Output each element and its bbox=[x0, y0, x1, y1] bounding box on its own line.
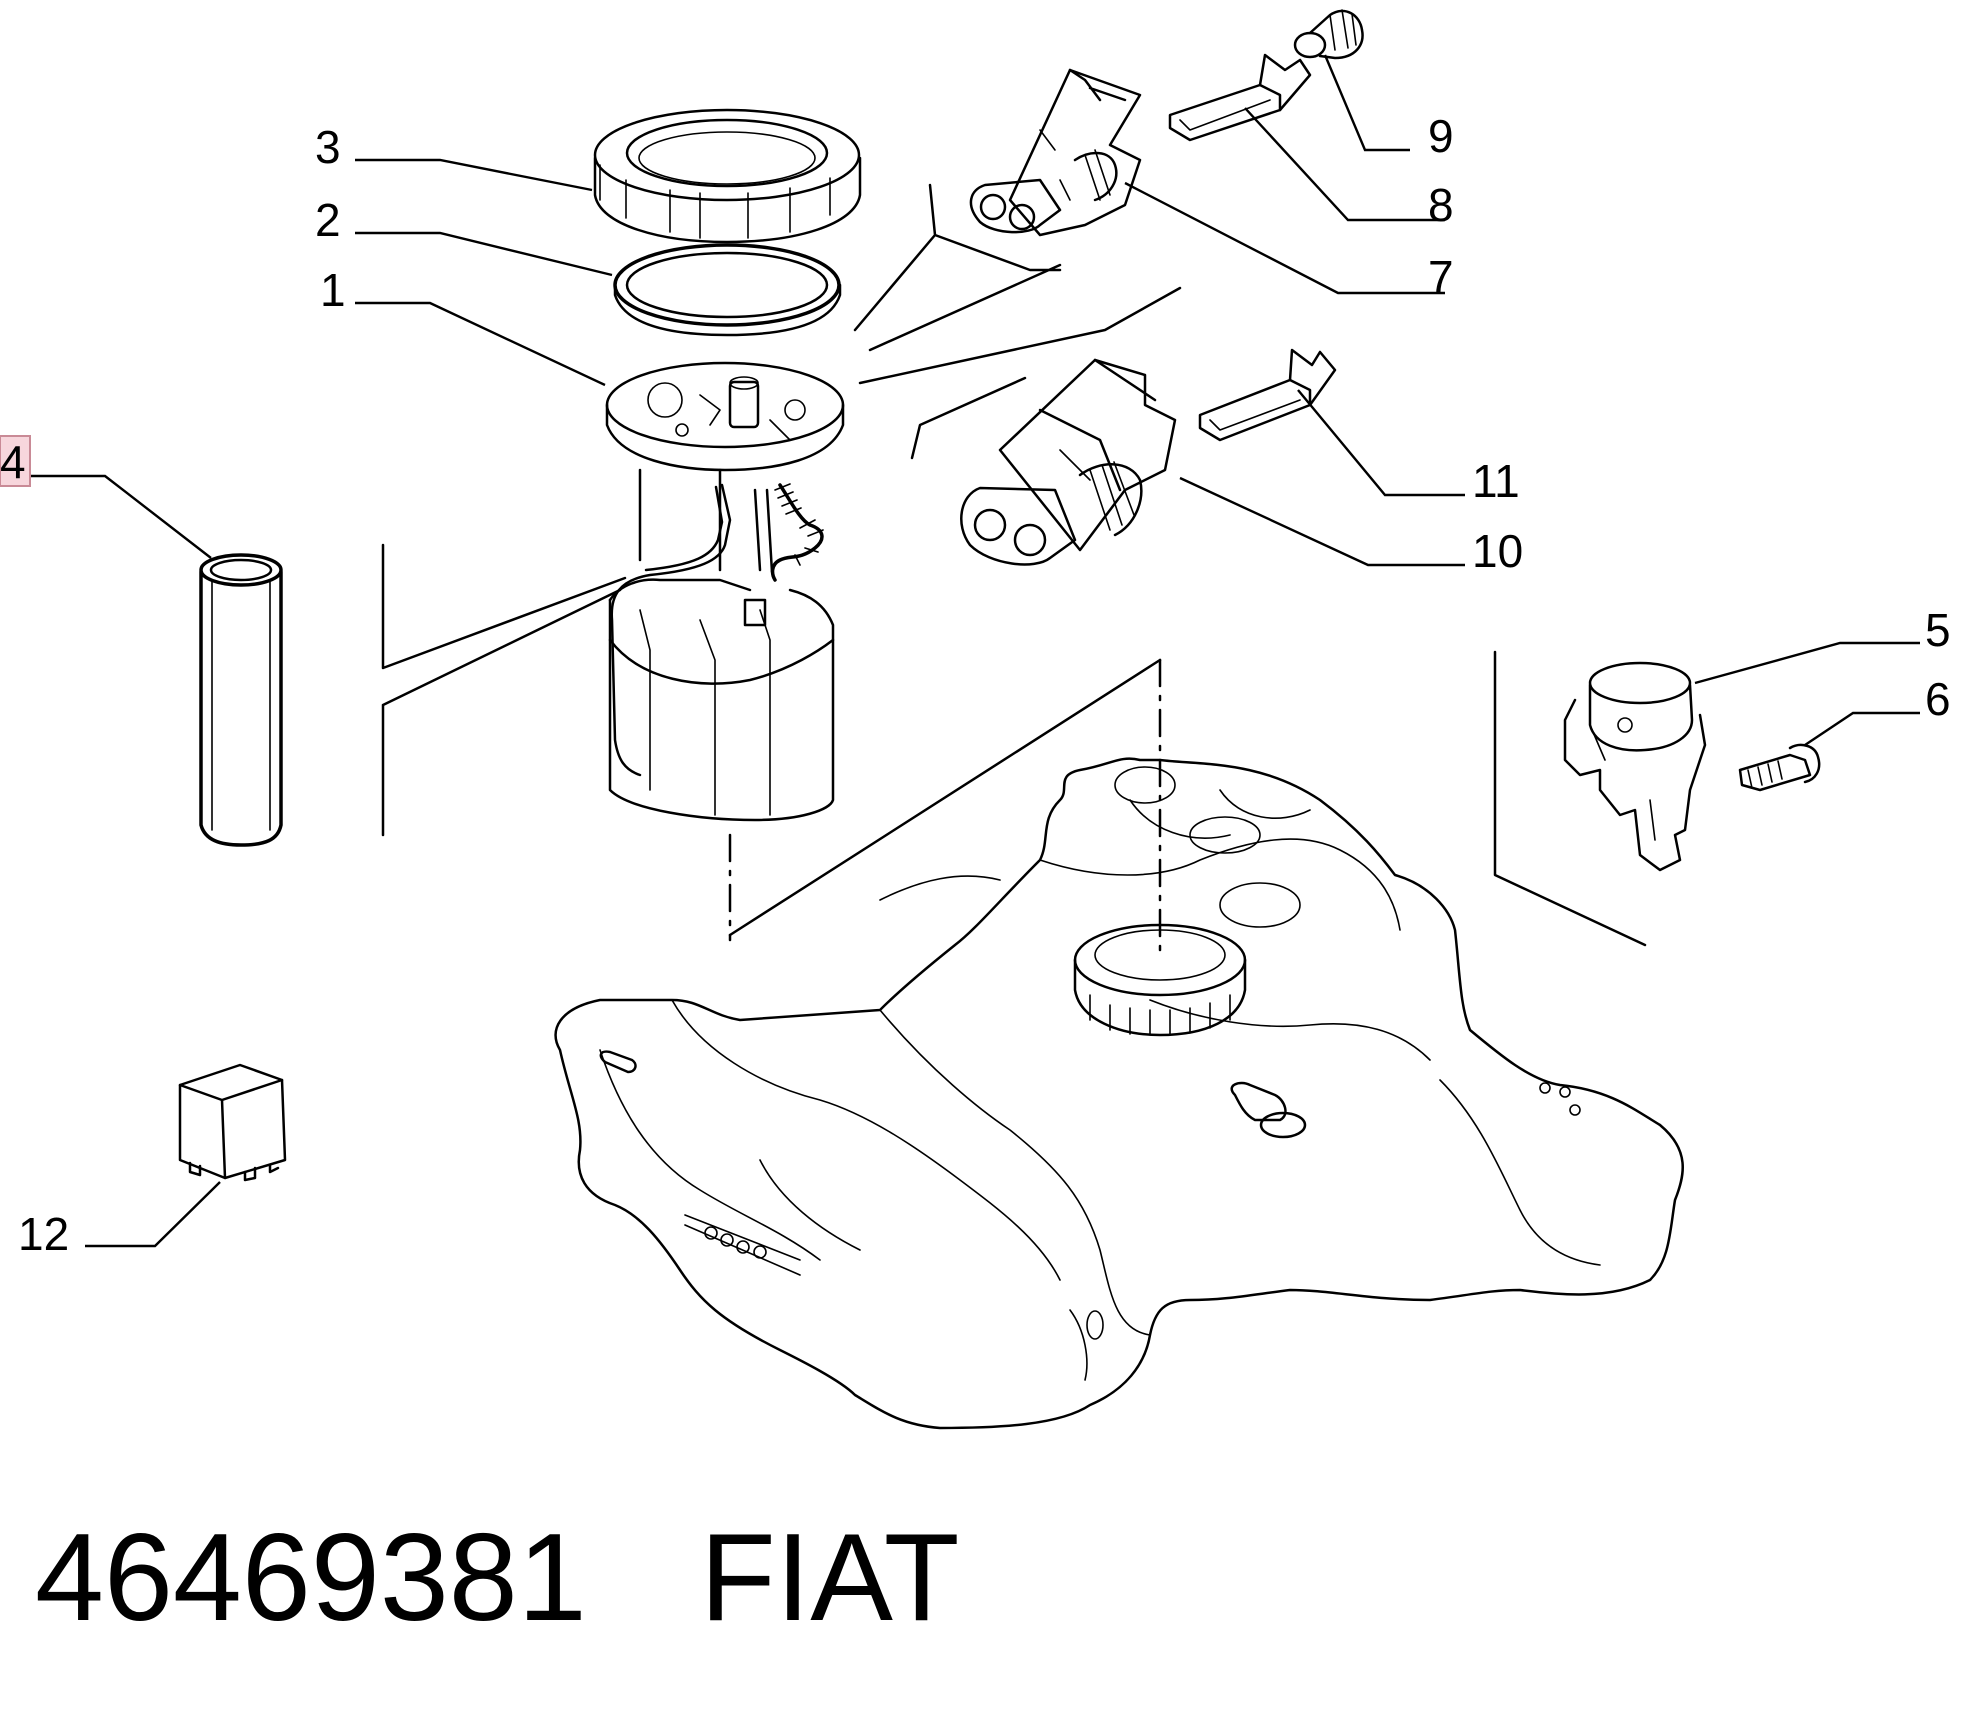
callout-12: 12 bbox=[18, 1208, 69, 1260]
brand-name: FIAT bbox=[700, 1509, 959, 1647]
callout-11: 11 bbox=[1472, 455, 1520, 507]
terminal-icon bbox=[1198, 348, 1337, 442]
plug-icon bbox=[1293, 9, 1364, 60]
fuel-tank-icon bbox=[554, 757, 1684, 1430]
seal-ring-icon bbox=[613, 243, 842, 337]
callout-6: 6 bbox=[1925, 673, 1951, 725]
callout-10: 10 bbox=[1472, 525, 1523, 577]
callout-7: 7 bbox=[1428, 251, 1454, 303]
sleeve-tube-icon bbox=[199, 553, 283, 847]
callout-3: 3 bbox=[315, 121, 341, 173]
connector-icon bbox=[960, 358, 1177, 566]
lock-ring-icon bbox=[593, 108, 862, 244]
screw-icon bbox=[1738, 743, 1821, 792]
callout-9: 9 bbox=[1428, 110, 1454, 162]
fuel-pump-module-icon bbox=[605, 361, 845, 822]
pressure-sensor-icon bbox=[1563, 661, 1707, 872]
callout-8: 8 bbox=[1428, 179, 1454, 231]
callout-1: 1 bbox=[320, 264, 346, 316]
callout-2: 2 bbox=[315, 194, 341, 246]
part-number: 46469381 bbox=[35, 1509, 587, 1647]
callout-5: 5 bbox=[1925, 604, 1951, 656]
terminal-icon bbox=[1168, 53, 1312, 142]
callout-4: 4 bbox=[0, 436, 26, 488]
connector-icon bbox=[969, 68, 1142, 237]
relay-icon bbox=[178, 1063, 287, 1182]
callout-4-highlight bbox=[0, 435, 31, 487]
